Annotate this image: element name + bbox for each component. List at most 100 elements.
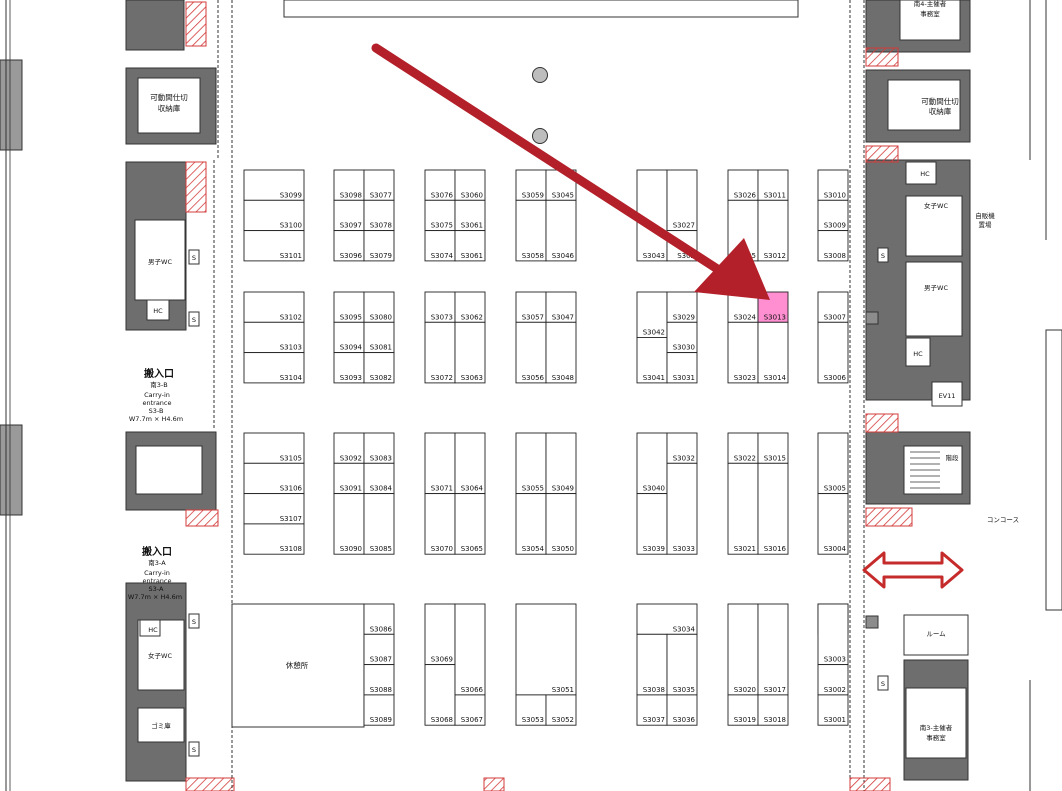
booth-S3086[interactable] bbox=[363, 603, 395, 635]
booth-label: S3056 bbox=[522, 374, 545, 382]
booth-S3077[interactable] bbox=[363, 169, 395, 201]
booth-S3019[interactable] bbox=[727, 694, 759, 726]
booth-S3108[interactable] bbox=[243, 523, 305, 555]
booth-S3098[interactable] bbox=[333, 169, 365, 201]
booth-S3079[interactable] bbox=[363, 230, 395, 262]
booth-S3051[interactable] bbox=[515, 603, 577, 696]
booth-grid: S3099S3100S3101S3098S3097S3096S3077S3078… bbox=[243, 169, 849, 726]
booth-S3023[interactable] bbox=[727, 321, 759, 384]
booth-S3104[interactable] bbox=[243, 352, 305, 384]
booth-S3035[interactable] bbox=[666, 633, 698, 696]
booth-S3058[interactable] bbox=[515, 199, 547, 262]
booth-S3065[interactable] bbox=[454, 493, 486, 555]
booth-S3105[interactable] bbox=[243, 432, 305, 464]
booth-label: S3061 bbox=[461, 252, 483, 260]
booth-S3081[interactable] bbox=[363, 321, 395, 354]
booth-S3073[interactable] bbox=[424, 291, 456, 323]
booth-S3021[interactable] bbox=[727, 462, 759, 555]
svg-text:entrance: entrance bbox=[142, 577, 171, 585]
booth-S3070[interactable] bbox=[424, 493, 456, 555]
booth-S3047[interactable] bbox=[545, 291, 577, 323]
booth-S3082[interactable] bbox=[363, 352, 395, 384]
booth-S3052[interactable] bbox=[545, 694, 577, 726]
booth-S3042[interactable] bbox=[636, 291, 668, 338]
booth-S3088[interactable] bbox=[363, 664, 395, 696]
booth-S3041[interactable] bbox=[636, 337, 668, 384]
booth-S3046[interactable] bbox=[545, 199, 577, 262]
booth-S3085[interactable] bbox=[363, 493, 395, 555]
booth-label: S3106 bbox=[280, 485, 303, 493]
vending-label: 自販機 bbox=[975, 211, 995, 220]
booth-S3014[interactable] bbox=[757, 321, 789, 384]
booth-S3060[interactable] bbox=[454, 169, 486, 201]
booth-S3090[interactable] bbox=[333, 493, 365, 555]
booth-S3020[interactable] bbox=[727, 603, 759, 696]
booth-S3061[interactable] bbox=[454, 230, 486, 262]
booth-S3010[interactable] bbox=[817, 169, 849, 201]
booth-S3078[interactable] bbox=[363, 199, 395, 232]
booth-S3069[interactable] bbox=[424, 603, 456, 666]
booth-S3003[interactable] bbox=[817, 603, 849, 666]
booth-S3091[interactable] bbox=[333, 462, 365, 495]
booth-S3063[interactable] bbox=[454, 321, 486, 384]
booth-label: S3067 bbox=[461, 716, 483, 724]
booth-S3015[interactable] bbox=[757, 432, 789, 464]
booth-S3075[interactable] bbox=[424, 199, 456, 232]
s-marker: S bbox=[881, 680, 885, 688]
booth-S3103[interactable] bbox=[243, 321, 305, 354]
booth-S3031[interactable] bbox=[666, 352, 698, 384]
booth-S3034[interactable] bbox=[636, 603, 698, 635]
booth-S3002[interactable] bbox=[817, 664, 849, 696]
booth-label: S3050 bbox=[552, 545, 574, 553]
booth-S3101[interactable] bbox=[243, 230, 305, 262]
booth-S3106[interactable] bbox=[243, 462, 305, 495]
booth-S3032[interactable] bbox=[666, 432, 698, 464]
booth-S3026[interactable] bbox=[727, 169, 759, 201]
booth-S3040[interactable] bbox=[636, 432, 668, 495]
booth-S3033[interactable] bbox=[666, 462, 698, 555]
booth-S3022[interactable] bbox=[727, 432, 759, 464]
carry-in-entrance-s3a: 搬入口 南3-A Carry-in entrance S3-A W7.7m × … bbox=[128, 545, 182, 601]
booth-S3054[interactable] bbox=[515, 493, 547, 555]
booth-S3089[interactable] bbox=[363, 694, 395, 726]
organizer-office-label: 南3-主催者 bbox=[920, 723, 953, 732]
booth-S3004[interactable] bbox=[817, 493, 849, 555]
booth-S3036[interactable] bbox=[666, 694, 698, 726]
booth-S3071[interactable] bbox=[424, 432, 456, 495]
booth-S3008[interactable] bbox=[817, 230, 849, 262]
booth-S3061[interactable] bbox=[454, 199, 486, 232]
booth-S3083[interactable] bbox=[363, 432, 395, 464]
booth-label: S3086 bbox=[370, 625, 393, 633]
mens-wc-label: 男子WC bbox=[148, 258, 172, 266]
booth-S3066[interactable] bbox=[454, 603, 486, 696]
booth-S3072[interactable] bbox=[424, 321, 456, 384]
booth-S3039[interactable] bbox=[636, 493, 668, 555]
booth-S3001[interactable] bbox=[817, 694, 849, 726]
booth-S3006[interactable] bbox=[817, 321, 849, 384]
booth-S3050[interactable] bbox=[545, 493, 577, 555]
booth-S3096[interactable] bbox=[333, 230, 365, 262]
booth-S3009[interactable] bbox=[817, 199, 849, 232]
booth-S3012[interactable] bbox=[757, 199, 789, 262]
booth-S3027[interactable] bbox=[666, 169, 698, 232]
booth-label: S3020 bbox=[734, 686, 756, 694]
booth-S3067[interactable] bbox=[454, 694, 486, 726]
booth-S3048[interactable] bbox=[545, 321, 577, 384]
booth-S3016[interactable] bbox=[757, 462, 789, 555]
booth-S3097[interactable] bbox=[333, 199, 365, 232]
booth-S3049[interactable] bbox=[545, 432, 577, 495]
booth-S3056[interactable] bbox=[515, 321, 547, 384]
booth-label: S3030 bbox=[673, 344, 695, 352]
booth-S3018[interactable] bbox=[757, 694, 789, 726]
booth-S3007[interactable] bbox=[817, 291, 849, 323]
booth-S3053[interactable] bbox=[515, 694, 547, 726]
booth-S3005[interactable] bbox=[817, 432, 849, 495]
organizer-office-label: 事務室 bbox=[926, 733, 946, 742]
svg-text:entrance: entrance bbox=[142, 399, 171, 407]
booth-S3095[interactable] bbox=[333, 291, 365, 323]
booth-S3093[interactable] bbox=[333, 352, 365, 384]
booth-S3011[interactable] bbox=[757, 169, 789, 201]
booth-S3084[interactable] bbox=[363, 462, 395, 495]
booth-S3017[interactable] bbox=[757, 603, 789, 696]
booth-S3037[interactable] bbox=[636, 694, 668, 726]
